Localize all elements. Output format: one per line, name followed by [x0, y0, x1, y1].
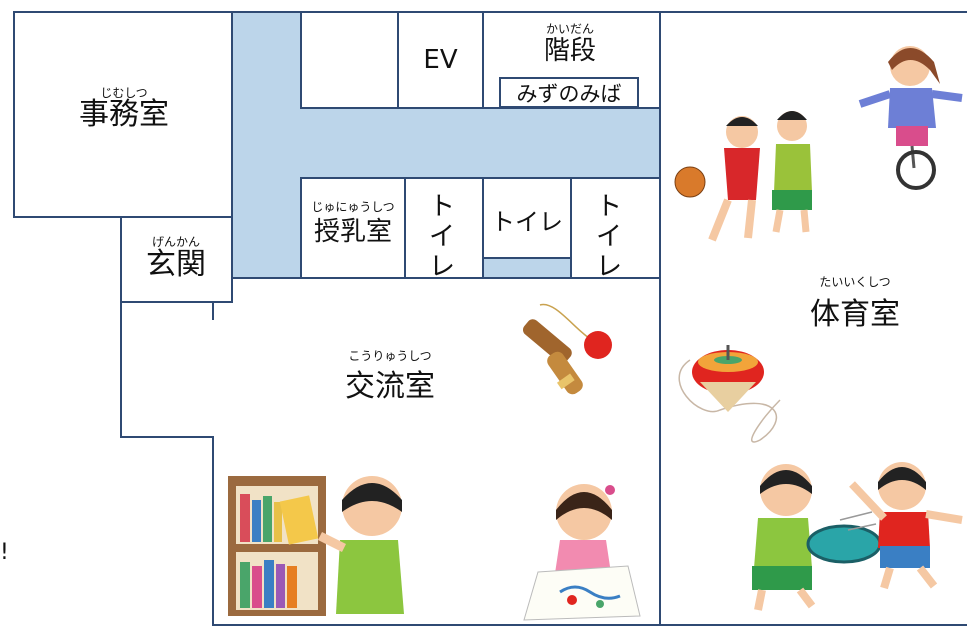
spinning-top-illustration [678, 345, 781, 443]
bookshelf-boy-illustration [228, 476, 404, 616]
office-ruby: じむしつ [100, 86, 148, 100]
toilet-center-label: トイレ [491, 208, 563, 236]
unicycle-girl-illustration [858, 46, 963, 190]
stairs-ruby: かいだん [545, 22, 594, 36]
toilet-left-label: ト イ レ [428, 192, 455, 282]
drawing-girl-illustration [523, 484, 641, 621]
nursing-ruby: じゅにゅうしつ [311, 200, 395, 214]
entrance-label: 玄関 [146, 247, 206, 282]
office-label: 事務室 [79, 97, 169, 132]
corridor [232, 12, 660, 278]
entrance-ruby: げんかん [151, 235, 200, 249]
ev-label: EV [423, 45, 458, 75]
water-fountain-box [499, 77, 639, 108]
gym-label: 体育室 [810, 297, 900, 332]
basketball-players-illustration [674, 111, 812, 242]
lounge-ruby: こうりゅうしつ [348, 349, 432, 363]
lounge-label: 交流室 [345, 369, 435, 404]
nursing-label: 授乳室 [313, 217, 392, 247]
disc-throwing-boys-illustration [752, 462, 963, 611]
storage-room [300, 11, 399, 109]
gym-room [659, 11, 967, 626]
gym-ruby: たいいくしつ [819, 275, 891, 289]
toilet-right-label: ト イ レ [595, 192, 622, 282]
water-fountain-label: みずのみば [516, 82, 622, 106]
stairs-label: 階段 [543, 36, 596, 66]
edge-mark: ! [0, 540, 9, 565]
kendama-illustration [522, 303, 612, 395]
